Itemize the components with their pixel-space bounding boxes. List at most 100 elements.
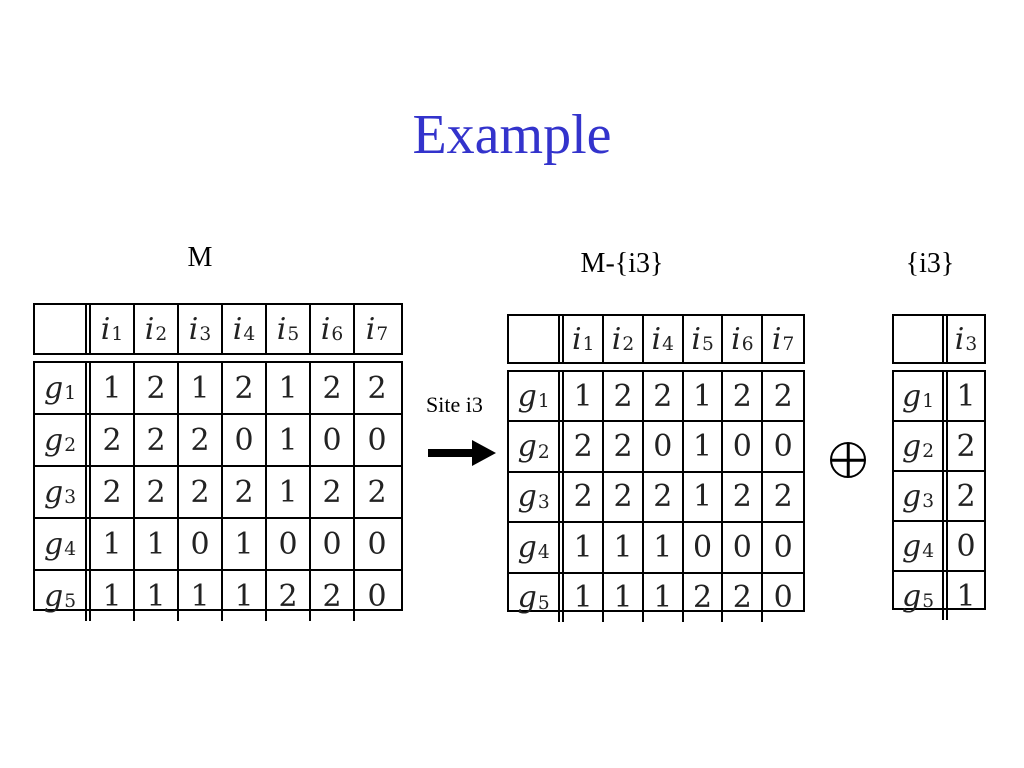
matrix-cell: 2 xyxy=(135,363,179,413)
matrix-cell: 1 xyxy=(684,472,724,522)
symbol-letter: g xyxy=(43,422,64,458)
corner-cell xyxy=(894,316,948,362)
matrix-cell: 2 xyxy=(773,378,793,414)
symbol-subscript: 2 xyxy=(155,324,168,346)
symbol-letter: g xyxy=(517,429,537,465)
symbol-letter: g xyxy=(901,478,922,514)
matrix-cell: 1 xyxy=(91,363,135,413)
symbol-letter: i xyxy=(691,321,701,357)
matrix-cell: 1 xyxy=(91,571,135,621)
matrix-m-caption: M xyxy=(187,242,213,273)
symbol-letter: i xyxy=(188,311,199,347)
matrix-cell: 1 xyxy=(223,519,267,569)
symbol-letter: i xyxy=(571,321,582,357)
symbol-subscript: 1 xyxy=(64,383,77,405)
symbol-letter: i xyxy=(771,321,782,357)
symbol-subscript: 3 xyxy=(965,334,978,356)
symbol-subscript: 3 xyxy=(199,324,212,346)
symbol-subscript: 6 xyxy=(331,324,344,346)
matrix-cell: 1 xyxy=(684,422,724,471)
symbol-subscript: 1 xyxy=(922,391,935,413)
matrix-cell: 1 xyxy=(179,363,223,413)
matrix-cell: 1 xyxy=(223,571,267,621)
matrix-cell: 0 xyxy=(179,519,223,569)
symbol-subscript: 4 xyxy=(922,541,935,563)
symbol-letter: g xyxy=(43,526,64,562)
arrow-head-icon xyxy=(472,440,496,466)
matrix-cell: 2 xyxy=(956,428,976,464)
matrix-cell: 2 xyxy=(311,571,355,621)
matrix-cell: 2 xyxy=(91,415,135,465)
slide-title: Example xyxy=(412,104,612,166)
matrix-cell: 0 xyxy=(773,529,793,565)
matrix-cell: 0 xyxy=(644,422,684,471)
matrix-cell: 2 xyxy=(564,472,605,522)
matrix-cell: 2 xyxy=(135,467,179,517)
corner-cell xyxy=(509,316,565,362)
symbol-subscript: 3 xyxy=(537,492,550,514)
symbol-letter: i xyxy=(100,311,111,347)
matrix-cell: 2 xyxy=(723,372,764,421)
matrix-cell: 2 xyxy=(644,372,684,421)
symbol-letter: g xyxy=(517,580,537,616)
matrix-cell: 1 xyxy=(135,571,179,621)
symbol-letter: g xyxy=(901,528,922,564)
symbol-subscript: 6 xyxy=(741,334,754,356)
matrix-cell: 2 xyxy=(564,422,605,471)
matrix-cell: 1 xyxy=(604,523,644,572)
matrix-cell: 0 xyxy=(723,422,764,471)
matrix-cell: 0 xyxy=(684,523,724,572)
matrix-cell: 0 xyxy=(311,519,355,569)
matrix-cell: 2 xyxy=(723,573,764,622)
symbol-subscript: 4 xyxy=(243,324,256,346)
matrix-cell: 0 xyxy=(956,528,976,564)
matrix-cell: 2 xyxy=(723,472,764,522)
matrix-cell: 1 xyxy=(644,573,684,622)
symbol-subscript: 2 xyxy=(622,334,635,356)
symbol-letter: g xyxy=(901,578,922,614)
symbol-letter: g xyxy=(901,378,922,414)
symbol-letter: g xyxy=(517,378,537,414)
symbol-letter: i xyxy=(365,311,376,347)
matrix-cell: 2 xyxy=(367,370,387,406)
symbol-letter: g xyxy=(901,428,922,464)
matrix-cell: 0 xyxy=(367,578,387,614)
symbol-subscript: 2 xyxy=(922,441,935,463)
symbol-letter: i xyxy=(144,311,155,347)
matrix-cell: 0 xyxy=(267,519,311,569)
symbol-letter: i xyxy=(232,311,243,347)
matrix-cell: 0 xyxy=(367,526,387,562)
symbol-subscript: 5 xyxy=(922,591,935,613)
